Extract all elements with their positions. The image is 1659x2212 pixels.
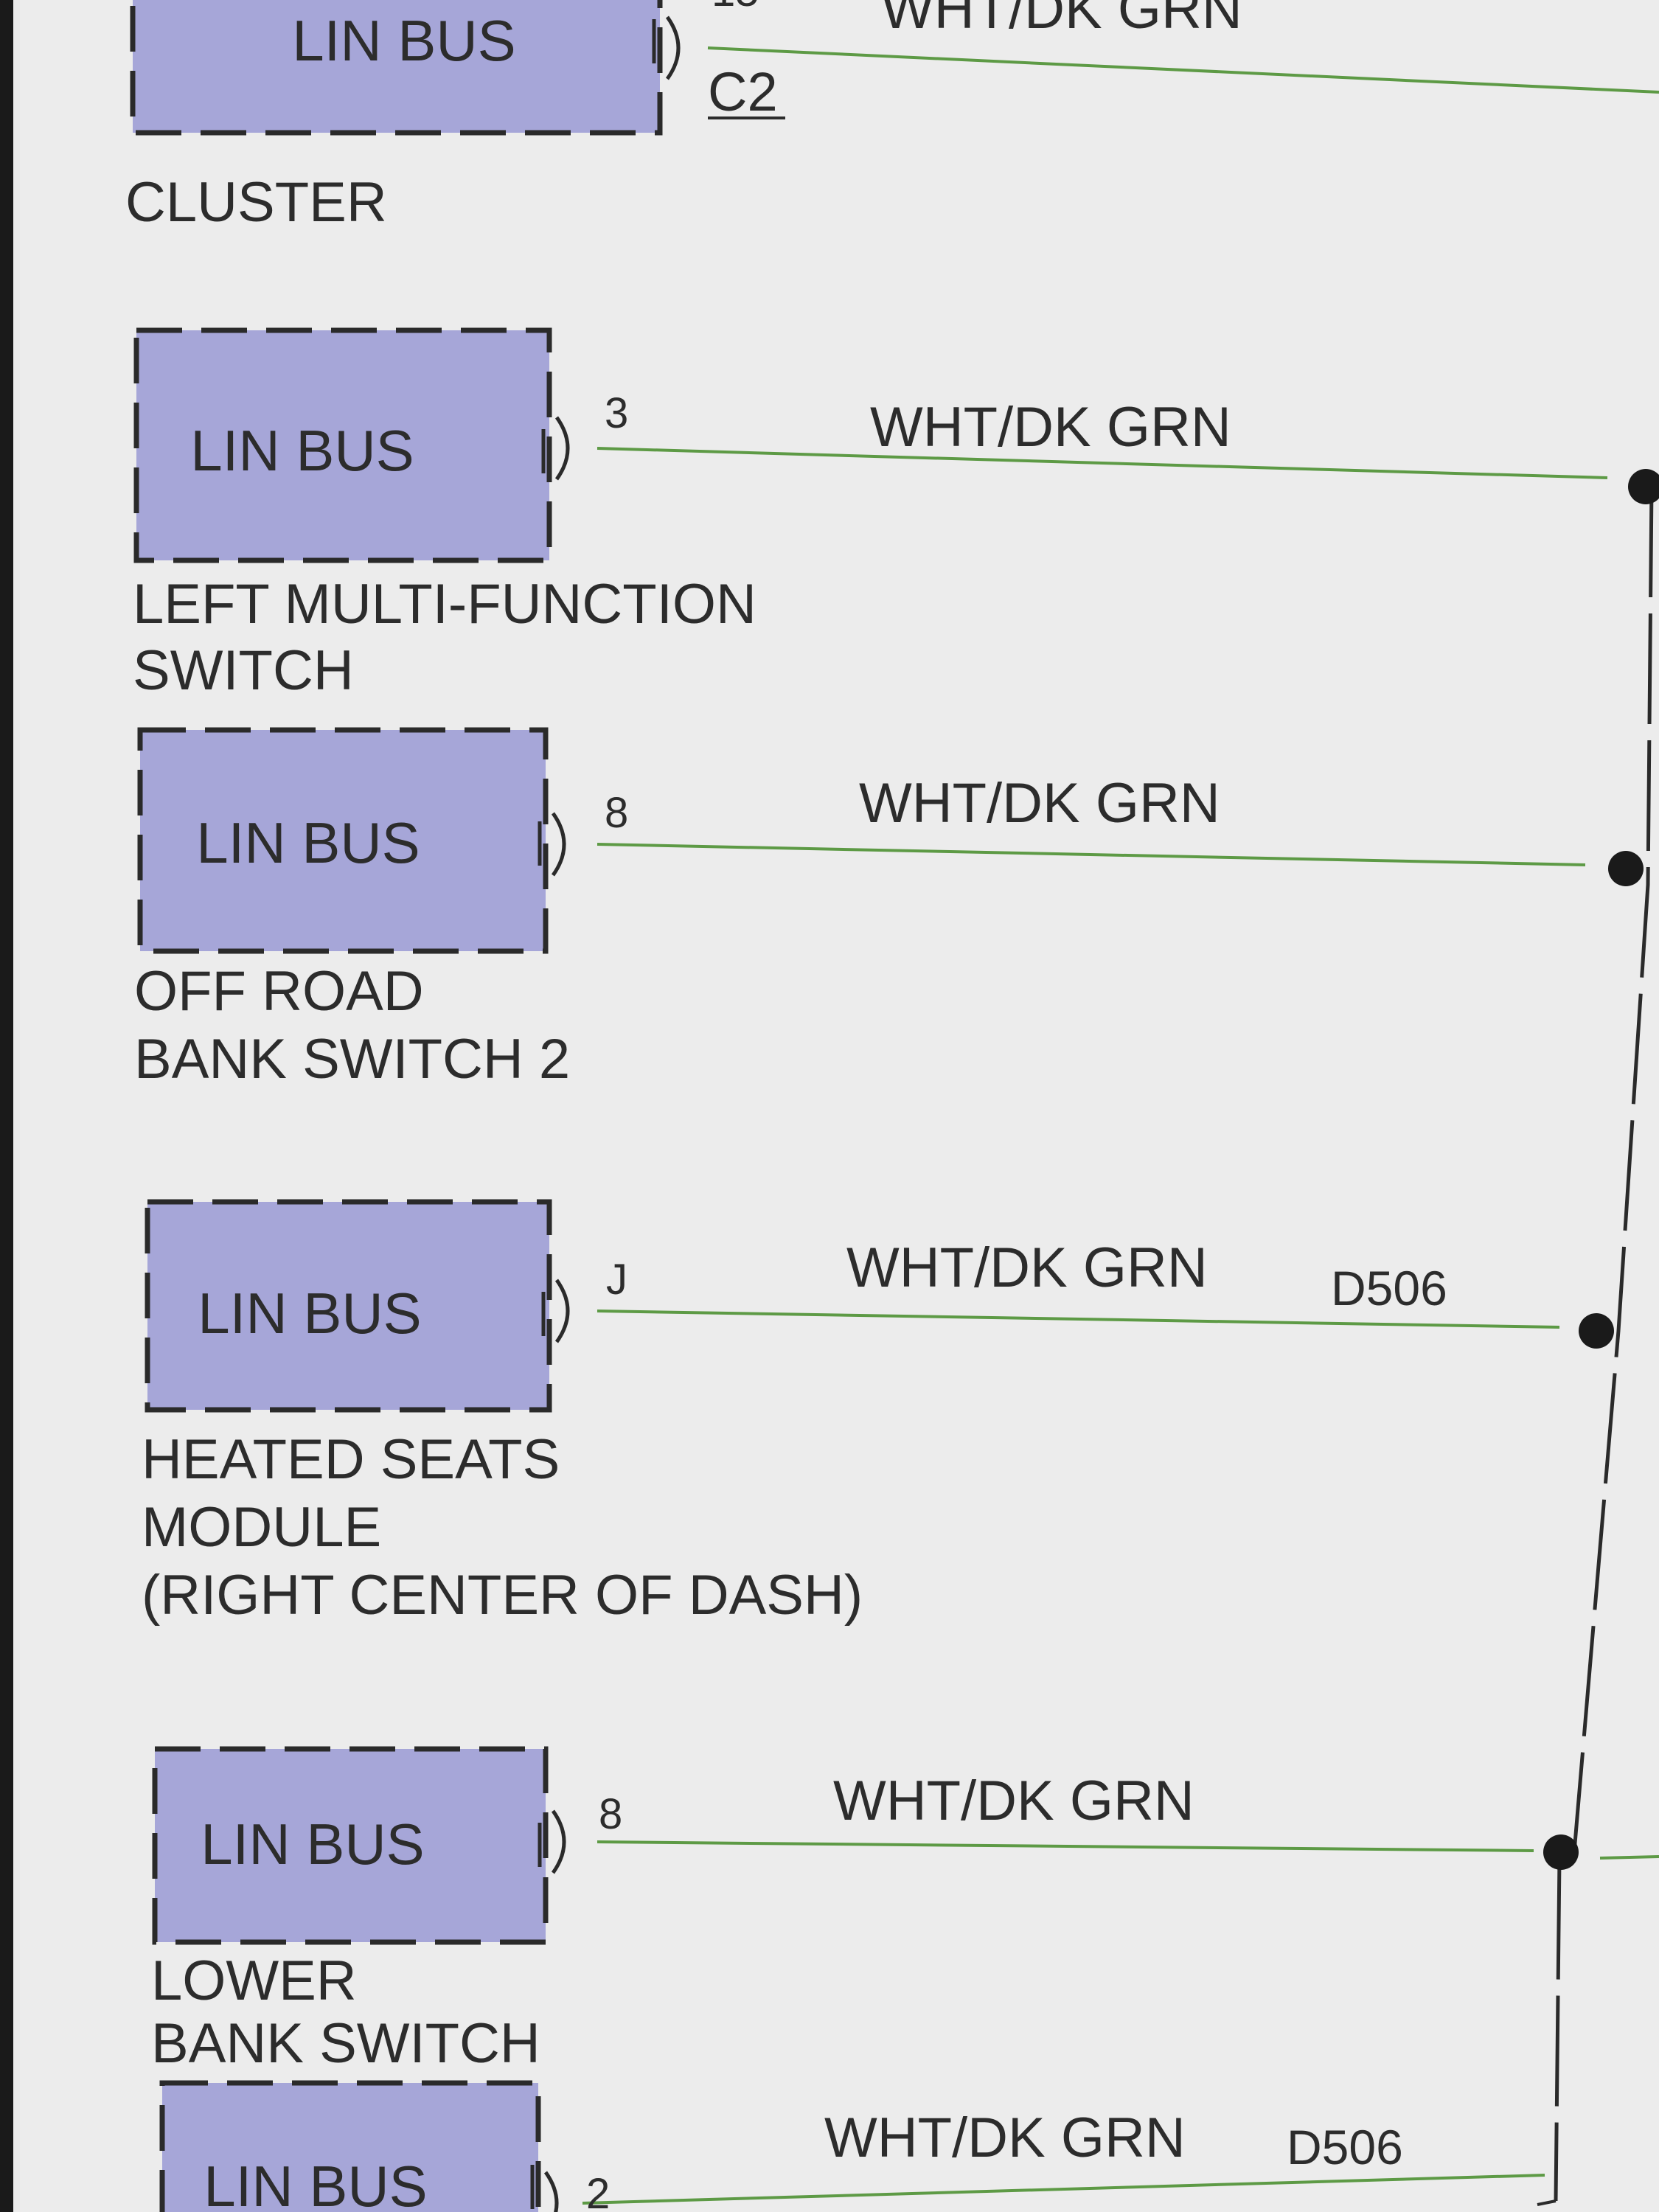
heated-seats-module-box (147, 1202, 549, 1410)
off-road-bank-switch-2-wire-color: WHT/DK GRN (859, 772, 1220, 835)
off-road-bank-switch-2-name-line-0: OFF ROAD (134, 960, 424, 1023)
off-road-bank-switch-2-box-label: LIN BUS (196, 810, 420, 875)
heated-seats-module-wire-color: WHT/DK GRN (846, 1237, 1208, 1299)
left-multi-function-switch-wire-color: WHT/DK GRN (870, 396, 1231, 459)
heated-seats-module-wire (597, 1310, 1560, 1329)
left-multi-function-switch-name-line-0: LEFT MULTI-FUNCTION (133, 573, 757, 636)
off-road-bank-switch-2-pin-number: 8 (605, 789, 628, 837)
lower-bank-switch-box (155, 1749, 546, 1942)
cluster-box-label: LIN BUS (292, 8, 515, 73)
heated-seats-module-splice-ref: D506 (1331, 1261, 1447, 1315)
left-multi-function-switch-name-line-1: SWITCH (133, 639, 354, 702)
bottom-module-box-label: LIN BUS (204, 2154, 427, 2212)
off-road-bank-switch-2-box (140, 730, 546, 951)
connector-bracket-icon (551, 812, 566, 877)
lower-bank-switch-box-border (152, 1746, 549, 1945)
lower-bank-switch-name-line-0: LOWER (151, 1950, 357, 2012)
bottom-module-box-border (159, 2080, 541, 2212)
bottom-module-wire (582, 2174, 1545, 2205)
bottom-module-box (162, 2083, 538, 2212)
cluster-wire-color: WHT/DK GRN (881, 0, 1242, 41)
heated-seats-module-pin-number: J (606, 1256, 627, 1304)
bus-trunk-end (1537, 2199, 1557, 2206)
cluster-box-border (130, 0, 663, 136)
bottom-module-wire-color: WHT/DK GRN (824, 2107, 1186, 2169)
heated-seats-module-name-line-2: (RIGHT CENTER OF DASH) (142, 1564, 863, 1627)
heated-seats-module-box-border (145, 1199, 552, 1413)
connector-bracket-icon (554, 1279, 570, 1343)
lower-bank-switch-box-label: LIN BUS (201, 1812, 424, 1877)
splice-dot-icon (1608, 851, 1644, 886)
cluster-wire (707, 46, 1659, 94)
lower-bank-switch-wire (597, 1840, 1534, 1852)
cluster-connector-id: C2 (708, 61, 778, 122)
connector-bracket-icon (554, 416, 570, 481)
lower-bank-switch-name-line-1: BANK SWITCH (151, 2012, 540, 2075)
off-road-bank-switch-2-name-line-1: BANK SWITCH 2 (134, 1028, 570, 1091)
left-multi-function-switch-box (136, 330, 549, 560)
screen-edge (0, 0, 13, 2212)
splice-dot-icon (1579, 1313, 1614, 1349)
connector-bracket-icon (543, 2171, 559, 2212)
off-road-bank-switch-2-wire (597, 843, 1586, 866)
connector-bracket-icon (551, 1809, 566, 1874)
cluster-pin-number: 15 (712, 0, 759, 15)
left-multi-function-switch-box-border (133, 327, 552, 563)
bus-continuation-wire (1599, 1855, 1659, 1860)
cluster-name-line-0: CLUSTER (125, 171, 387, 234)
bottom-module-pin-number: 2 (586, 2170, 610, 2212)
heated-seats-module-name-line-1: MODULE (142, 1496, 381, 1559)
bus-trunk (1554, 486, 1654, 2202)
left-multi-function-switch-pin-number: 3 (605, 389, 628, 437)
left-multi-function-switch-wire (597, 447, 1608, 479)
off-road-bank-switch-2-box-border (137, 727, 549, 954)
cluster-box (133, 0, 660, 133)
heated-seats-module-name-line-0: HEATED SEATS (142, 1428, 560, 1491)
splice-dot-icon (1543, 1834, 1579, 1870)
splice-dot-icon (1628, 469, 1659, 504)
heated-seats-module-box-label: LIN BUS (198, 1281, 421, 1346)
connector-bracket-icon (665, 15, 681, 80)
lower-bank-switch-wire-color: WHT/DK GRN (833, 1770, 1194, 1832)
lower-bank-switch-pin-number: 8 (599, 1790, 622, 1838)
bottom-module-splice-ref: D506 (1287, 2120, 1403, 2174)
left-multi-function-switch-box-label: LIN BUS (190, 418, 414, 483)
